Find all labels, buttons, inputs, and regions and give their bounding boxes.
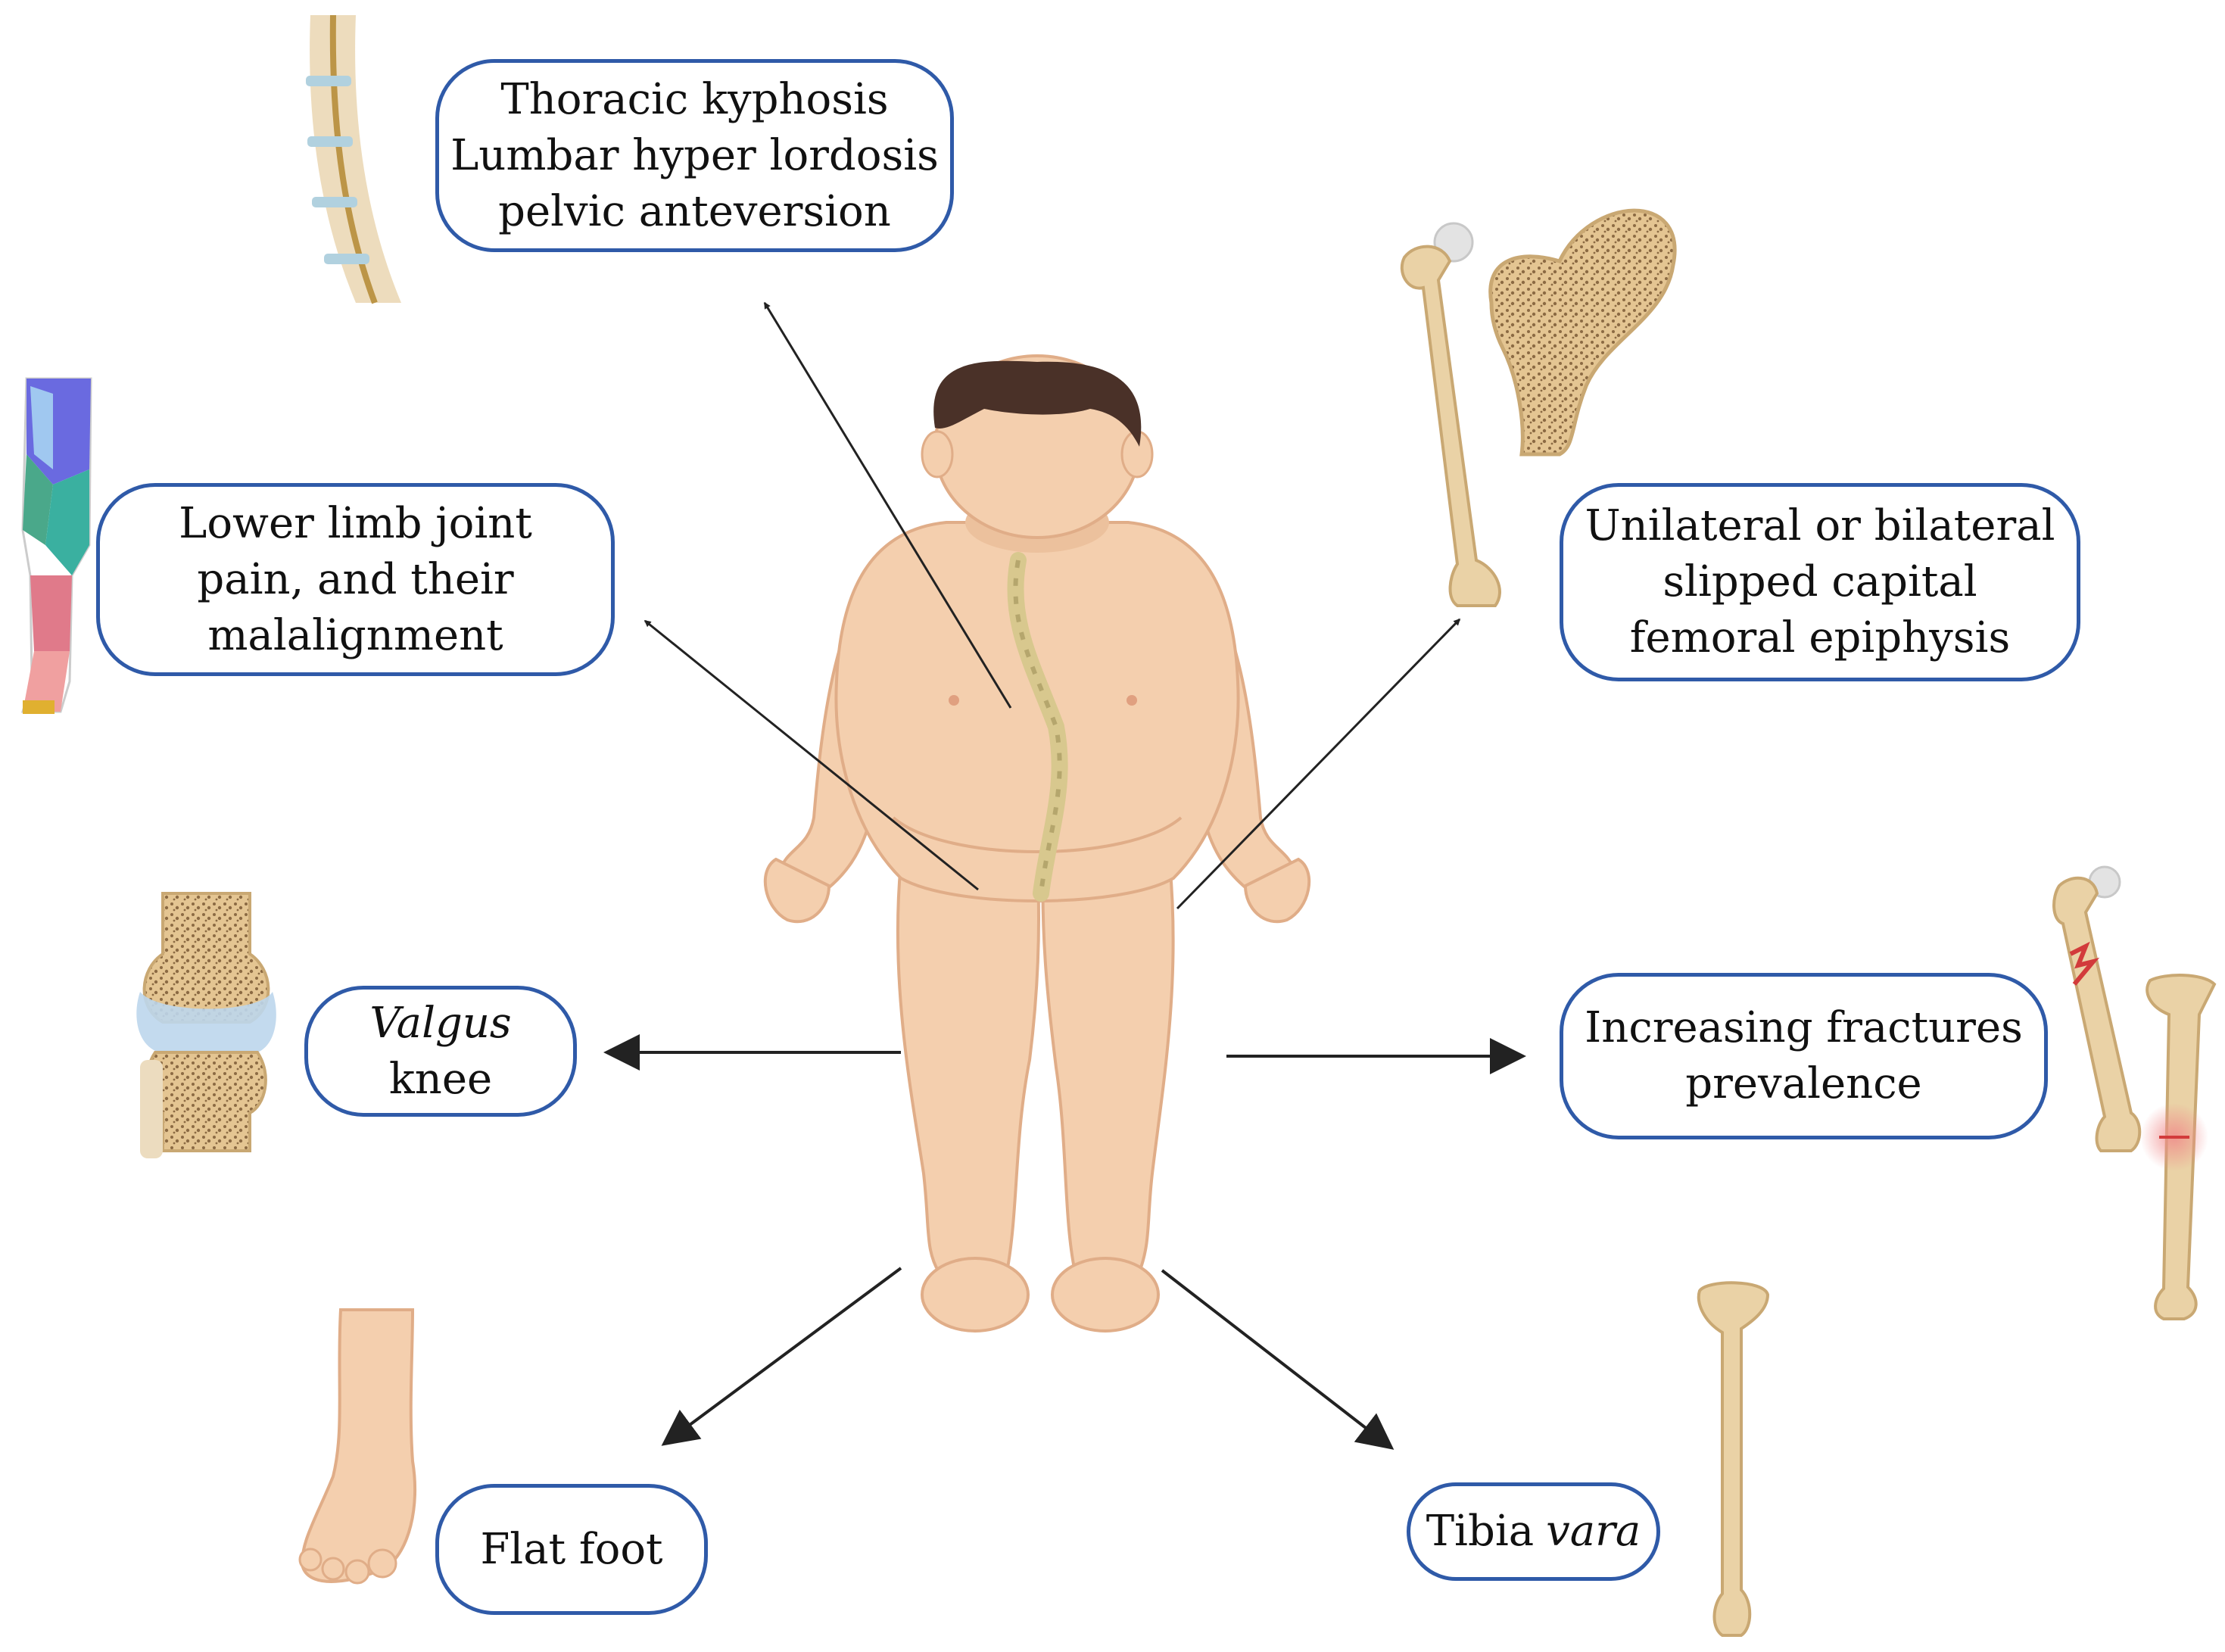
tibia-bone-icon — [1697, 1281, 1770, 1637]
knee-joint-icon — [136, 892, 276, 1158]
box-joint-pain-line1: Lower limb joint — [179, 498, 532, 548]
leg-muscle-map-icon — [20, 377, 92, 714]
box-fractures-line2: prevalence — [1685, 1059, 1922, 1108]
box-spine-curves-line3: pelvic anteversion — [498, 186, 891, 236]
box-spine-curves-line1: Thoracic kyphosis — [500, 74, 889, 124]
box-tibia-vara-line1: Tibia — [1426, 1507, 1535, 1556]
box-joint-pain-line2: pain, and their — [197, 554, 514, 604]
box-flat-foot: Flat foot — [435, 1484, 708, 1615]
box-scfe: Unilateral or bilateral slipped capital … — [1560, 483, 2080, 681]
arrow-to-joint-pain — [644, 619, 979, 891]
box-fractures-line1: Increasing fractures — [1585, 1003, 2023, 1052]
box-spine-curves-line2: Lumbar hyper lordosis — [450, 130, 939, 180]
box-tibia-vara: Tibia vara — [1407, 1482, 1660, 1581]
box-spine-curves: Thoracic kyphosis Lumbar hyper lordosis … — [435, 59, 954, 252]
fractured-bones-icon — [2052, 865, 2217, 1320]
box-tibia-vara-line2: vara — [1546, 1507, 1641, 1556]
arrow-to-flat-foot — [661, 1267, 902, 1446]
box-valgus-knee-line2: knee — [388, 1054, 493, 1104]
box-joint-pain-line3: malalignment — [207, 610, 503, 660]
box-valgus-knee-line1: Valgus — [369, 998, 512, 1048]
femur-head-section-icon — [1488, 208, 1677, 457]
obese-child-icon — [763, 354, 1311, 1333]
spine-section-icon — [306, 14, 401, 304]
box-scfe-line3: femoral epiphysis — [1629, 613, 2011, 662]
box-valgus-knee: Valgus knee — [304, 986, 577, 1117]
femur-icon — [1400, 222, 1501, 607]
arrow-to-spine-curves — [763, 301, 1012, 709]
box-flat-foot-line1: Flat foot — [480, 1524, 663, 1574]
box-scfe-line2: slipped capital — [1663, 557, 1977, 606]
arrow-to-scfe — [1176, 618, 1461, 910]
foot-icon — [298, 1308, 417, 1585]
box-scfe-line1: Unilateral or bilateral — [1585, 501, 2055, 550]
box-joint-pain: Lower limb joint pain, and their malalig… — [96, 483, 615, 676]
arrows — [603, 301, 1526, 1450]
box-fractures: Increasing fractures prevalence — [1560, 973, 2048, 1139]
arrow-to-tibia-vara — [1161, 1269, 1395, 1450]
